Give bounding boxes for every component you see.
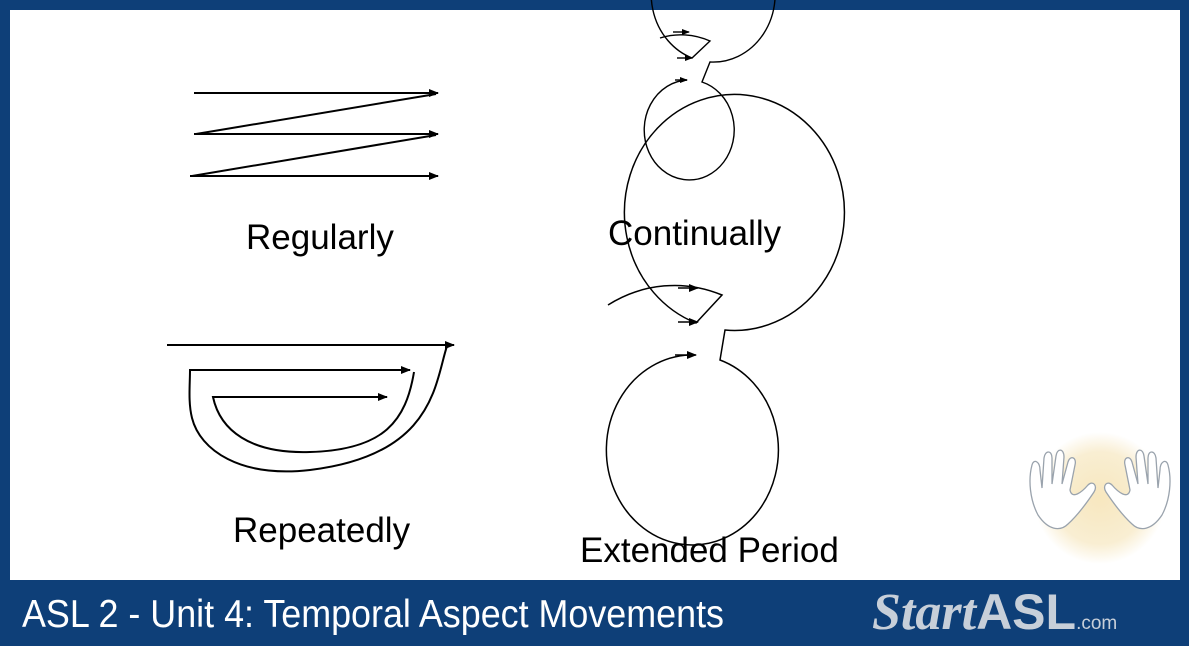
label-continually: Continually (608, 214, 782, 253)
brand-asl-text: ASL (976, 584, 1077, 640)
repeatedly-loop-icon (167, 341, 455, 473)
label-extended-period: Extended Period (580, 531, 839, 570)
page-title: ASL 2 - Unit 4: Temporal Aspect Movement… (22, 593, 724, 636)
brand-start-text: Start (872, 584, 977, 641)
continually-spiral-icon (643, 0, 776, 181)
regularly-zigzag-icon (190, 89, 439, 180)
label-regularly: Regularly (246, 218, 394, 257)
footer-bar: ASL 2 - Unit 4: Temporal Aspect Movement… (0, 583, 1189, 646)
slide-panel: Regularly Continually Repeatedly Extende… (10, 0, 1180, 580)
extended-period-spiral-icon (605, 93, 846, 546)
brand-logo: StartASL.com (872, 587, 1117, 642)
hands-logo-icon (1029, 432, 1171, 564)
brand-com-text: .com (1076, 613, 1118, 634)
label-repeatedly: Repeatedly (233, 511, 411, 550)
temporal-aspect-diagram (167, 0, 1171, 564)
